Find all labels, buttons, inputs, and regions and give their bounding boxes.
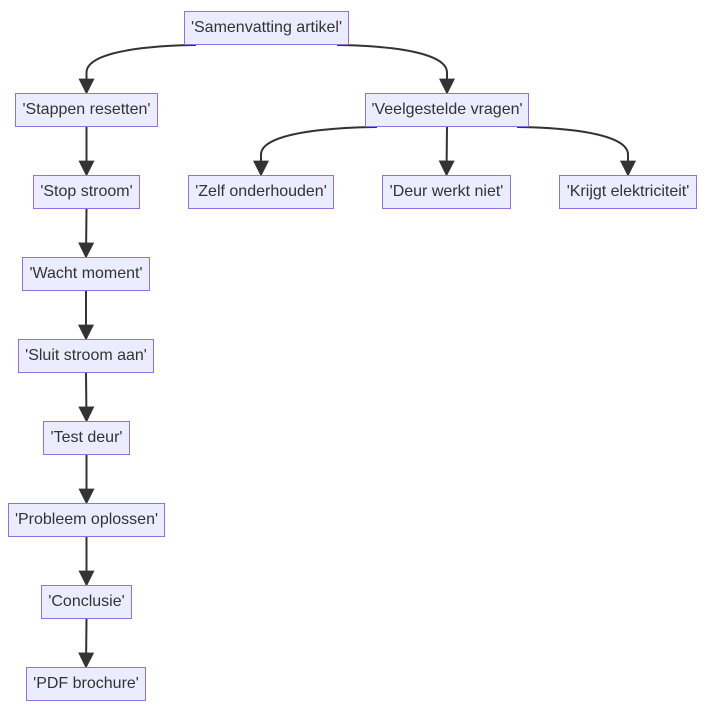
edge-connect-to-test — [78, 372, 95, 423]
node-krijgt-elektriciteit: 'Krijgt elektriciteit' — [559, 175, 697, 209]
node-deur-werkt-niet: 'Deur werkt niet' — [382, 175, 511, 209]
edge-root-to-faq — [336, 44, 455, 95]
node-wacht-moment: 'Wacht moment' — [22, 257, 150, 291]
edge-faq-to-maintain — [253, 126, 378, 177]
node-stop-stroom: 'Stop stroom' — [33, 175, 140, 209]
edge-conclusion-to-pdf — [78, 618, 95, 669]
edge-stop-to-wait — [78, 208, 95, 259]
node-probleem-oplossen: 'Probleem oplossen' — [8, 503, 165, 537]
edge-faq-to-power — [516, 126, 636, 177]
node-zelf-onderhouden: 'Zelf onderhouden' — [188, 175, 334, 209]
node-stappen-resetten: 'Stappen resetten' — [15, 93, 158, 127]
node-samenvatting-artikel: 'Samenvatting artikel' — [184, 11, 349, 45]
node-veelgestelde-vragen: 'Veelgestelde vragen' — [365, 93, 529, 127]
edge-root-to-steps — [78, 44, 197, 95]
node-test-deur: 'Test deur' — [43, 421, 130, 455]
node-sluit-stroom-aan: 'Sluit stroom aan' — [18, 339, 154, 373]
edge-faq-to-door — [438, 126, 455, 177]
node-pdf-brochure: 'PDF brochure' — [26, 667, 146, 701]
node-conclusie: 'Conclusie' — [41, 585, 132, 619]
